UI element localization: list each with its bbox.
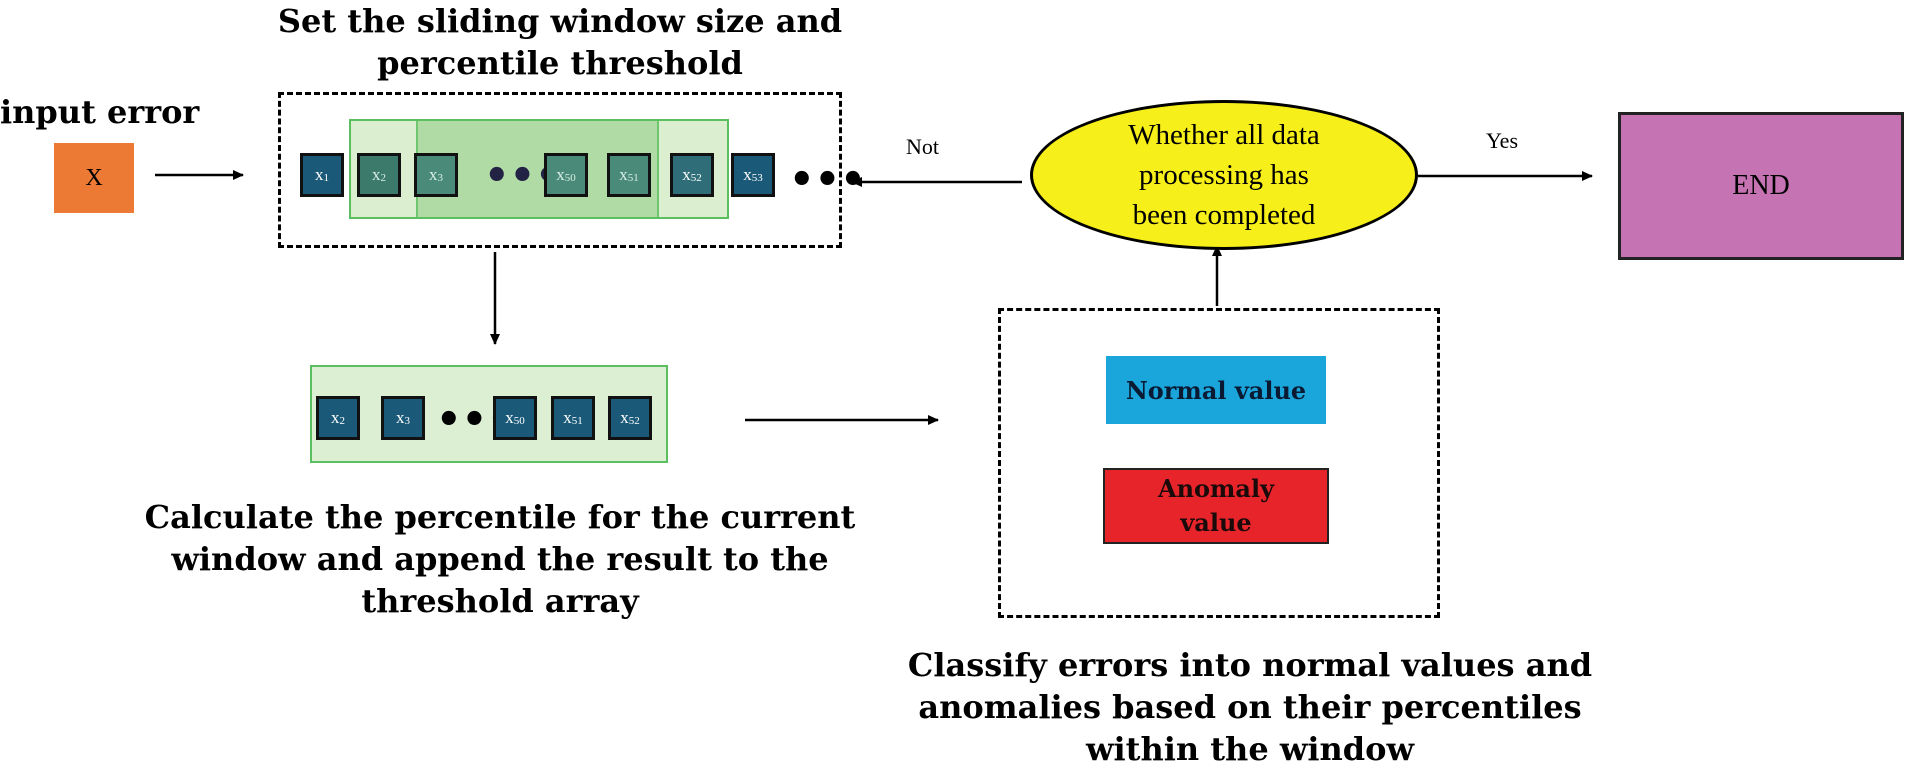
top-cell-x1-base: x (315, 165, 324, 184)
decision-line2: processing has (1139, 159, 1309, 191)
window-cell-x51-sub: 51 (571, 415, 583, 427)
top-cell-x52-base: x (682, 165, 691, 184)
input-x-box: X (54, 143, 134, 213)
calculate-caption-line3: threshold array (361, 582, 639, 620)
window-cell-x50-base: x (505, 408, 514, 427)
end-box: END (1618, 112, 1904, 260)
window-cell-x2-sub: 2 (339, 415, 346, 427)
decision-ellipse: Whether all data processing has been com… (1030, 100, 1418, 250)
window-cell-x3-base: x (396, 408, 405, 427)
calculate-caption-line1: Calculate the percentile for the current (144, 498, 856, 536)
normal-value-box: Normal value (1106, 356, 1326, 424)
yes-label: Yes (1486, 128, 1519, 153)
top-cell-x52-sub: 52 (690, 172, 702, 184)
classify-caption-line3: within the window (1085, 730, 1415, 768)
anomaly-value-line1: Anomaly (1157, 474, 1275, 503)
window-cell-x51-base: x (563, 408, 572, 427)
top-trailing-ellipsis: ••• (789, 157, 866, 203)
window-cell-x2-base: x (331, 408, 340, 427)
top-cell-x53-base: x (743, 165, 752, 184)
classify-caption-line1: Classify errors into normal values and (907, 646, 1593, 684)
top-cell-x51-sub: 51 (627, 172, 639, 184)
input-error-label: input error (0, 93, 200, 131)
decision-line3: been completed (1132, 199, 1316, 231)
top-cell-x1-sub: 1 (323, 172, 330, 184)
classify-caption-line2: anomalies based on their percentiles (918, 688, 1582, 726)
not-label: Not (906, 134, 939, 159)
classify-caption: Classify errors into normal values and a… (880, 644, 1620, 770)
window-cell-x52-sub: 52 (628, 415, 640, 427)
sliding-window-frame (278, 92, 842, 248)
window-cell-x50-sub: 50 (513, 415, 525, 427)
top-cell-x53-sub: 53 (751, 172, 763, 184)
set-window-caption-line1: Set the sliding window size and (277, 2, 843, 40)
set-window-caption-line2: percentile threshold (377, 44, 743, 82)
window-cell-x3-sub: 3 (404, 415, 411, 427)
top-cell-x50-base: x (556, 165, 565, 184)
top-cell-x3-base: x (429, 165, 438, 184)
set-window-caption: Set the sliding window size and percenti… (250, 0, 870, 84)
decision-line1: Whether all data (1128, 119, 1320, 151)
window-cell-x52-base: x (620, 408, 629, 427)
top-cell-x51-base: x (619, 165, 628, 184)
top-cell-x50-sub: 50 (564, 172, 576, 184)
top-cell-x2-sub: 2 (380, 172, 387, 184)
calculate-caption-line2: window and append the result to the (171, 540, 829, 578)
top-cell-x3-sub: 3 (437, 172, 444, 184)
anomaly-value-box: Anomaly value (1103, 468, 1329, 544)
calculate-caption: Calculate the percentile for the current… (130, 496, 870, 622)
classify-frame (998, 308, 1440, 618)
top-cell-x2-base: x (372, 165, 381, 184)
anomaly-value-line2: value (1180, 508, 1252, 537)
